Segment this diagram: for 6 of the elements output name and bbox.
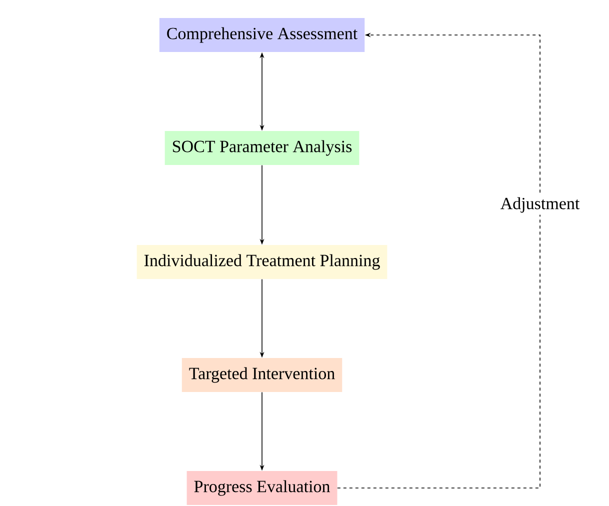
process-box: Targeted Intervention (182, 358, 342, 392)
edge-label: Adjustment (498, 195, 582, 215)
process-box: Comprehensive Assessment (159, 18, 365, 52)
process-box: Progress Evaluation (186, 471, 338, 505)
process-box: Individualized Treatment Planning (136, 245, 388, 279)
process-box: SOCT Parameter Analysis (164, 131, 360, 165)
